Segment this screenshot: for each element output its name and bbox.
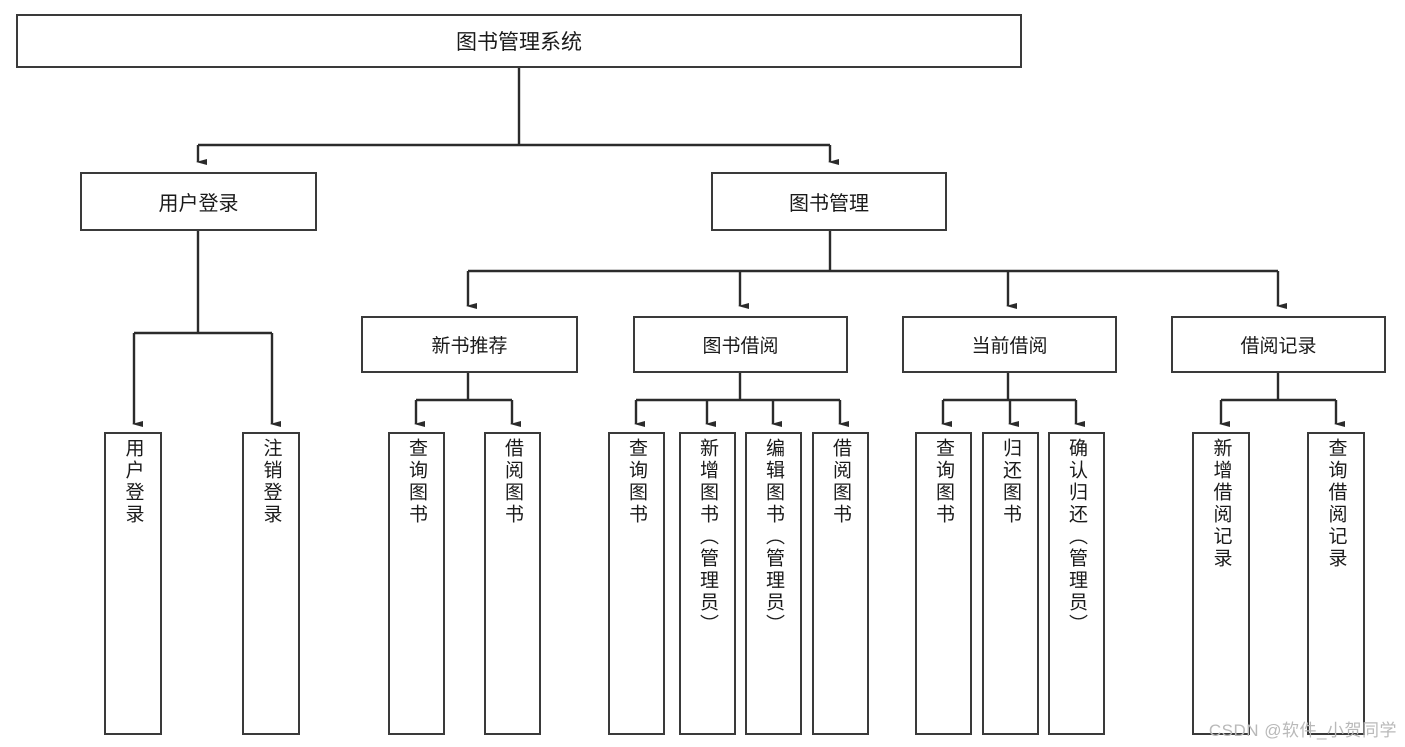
leaf-label: 新增借阅记录 <box>1210 438 1232 570</box>
leaf-label: 查询图书 <box>626 438 647 526</box>
leaf-current-confirm-return[interactable]: 确认归还（管理员） <box>1048 432 1105 735</box>
node-user-login-label: 用户登录 <box>158 193 239 215</box>
node-current-borrow-label: 当前借阅 <box>971 336 1048 357</box>
leaf-borrow-edit-book[interactable]: 编辑图书（管理员） <box>745 432 802 735</box>
node-book-management-label: 图书管理 <box>789 193 869 215</box>
leaf-borrow-add-book[interactable]: 新增图书（管理员） <box>679 432 736 735</box>
leaf-user-login-logout[interactable]: 注销登录 <box>242 432 300 735</box>
leaf-record-query-record[interactable]: 查询借阅记录 <box>1307 432 1365 735</box>
leaf-label: 编辑图书（管理员） <box>763 438 784 636</box>
leaf-recommend-query-book[interactable]: 查询图书 <box>388 432 445 735</box>
watermark: CSDN @软件_小贺同学 <box>1208 721 1397 740</box>
leaf-current-return-book[interactable]: 归还图书 <box>982 432 1039 735</box>
leaf-label: 借阅图书 <box>502 438 523 526</box>
leaf-label: 查询图书 <box>933 438 954 526</box>
node-book-borrow[interactable]: 图书借阅 <box>633 316 848 373</box>
leaf-label: 查询借阅记录 <box>1325 438 1347 570</box>
leaf-label: 归还图书 <box>1000 438 1021 526</box>
leaf-record-add-record[interactable]: 新增借阅记录 <box>1192 432 1250 735</box>
leaf-label: 新增图书（管理员） <box>697 438 718 636</box>
node-book-management[interactable]: 图书管理 <box>711 172 947 231</box>
leaf-label: 确认归还（管理员） <box>1066 438 1087 636</box>
node-borrow-record[interactable]: 借阅记录 <box>1171 316 1386 373</box>
node-book-borrow-label: 图书借阅 <box>702 336 779 357</box>
node-current-borrow[interactable]: 当前借阅 <box>902 316 1117 373</box>
leaf-label: 用户登录 <box>122 438 144 526</box>
leaf-user-login-login[interactable]: 用户登录 <box>104 432 162 735</box>
leaf-current-query-book[interactable]: 查询图书 <box>915 432 972 735</box>
leaf-label: 借阅图书 <box>830 438 851 526</box>
leaf-label: 注销登录 <box>260 438 282 526</box>
leaf-borrow-query-book[interactable]: 查询图书 <box>608 432 665 735</box>
node-borrow-record-label: 借阅记录 <box>1240 336 1317 357</box>
node-new-book-recommend-label: 新书推荐 <box>431 336 508 357</box>
node-user-login[interactable]: 用户登录 <box>80 172 317 231</box>
leaf-recommend-borrow-book[interactable]: 借阅图书 <box>484 432 541 735</box>
node-root[interactable]: 图书管理系统 <box>16 14 1022 68</box>
node-new-book-recommend[interactable]: 新书推荐 <box>361 316 578 373</box>
node-root-label: 图书管理系统 <box>456 31 582 54</box>
leaf-borrow-borrow-book[interactable]: 借阅图书 <box>812 432 869 735</box>
leaf-label: 查询图书 <box>406 438 427 526</box>
